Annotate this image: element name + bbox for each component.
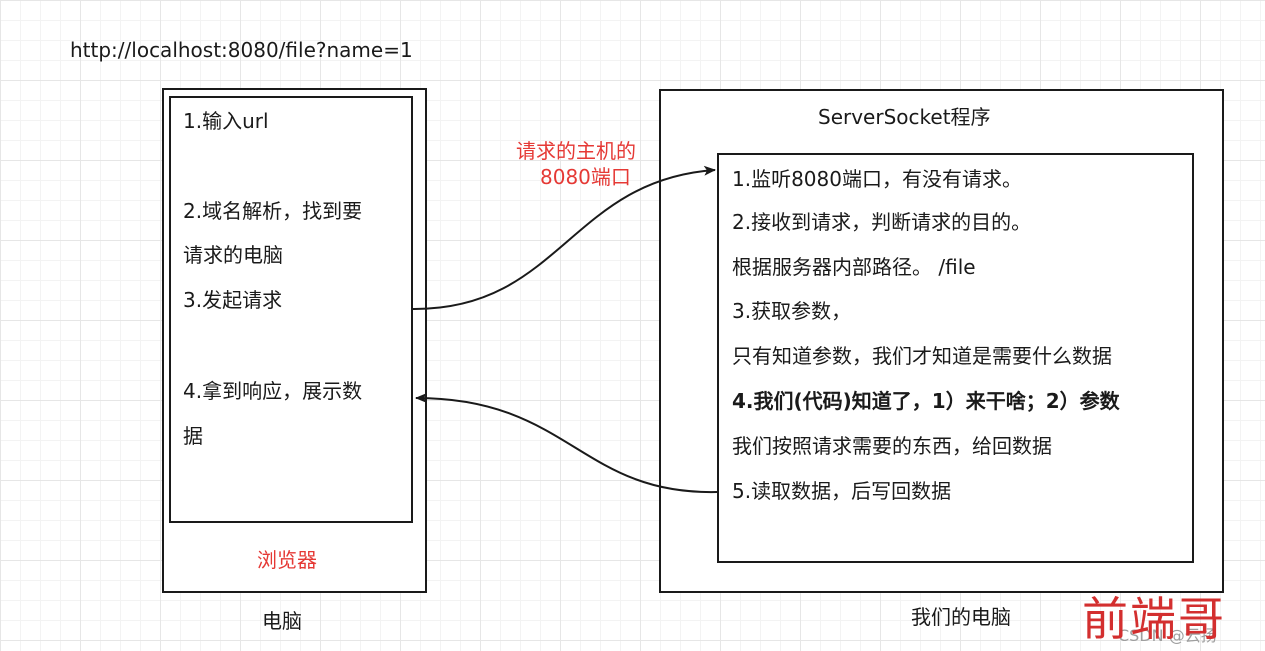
server-caption: 我们的电脑 (911, 605, 1011, 629)
request-arrow (412, 165, 716, 311)
server-line-1: 1.监听8080端口，有没有请求。 (732, 167, 1022, 191)
browser-step-3: 3.发起请求 (183, 288, 283, 312)
computer-caption: 电脑 (262, 609, 302, 633)
browser-label: 浏览器 (257, 548, 317, 572)
server-line-5: 只有知道参数，我们才知道是需要什么数据 (732, 344, 1112, 368)
server-line-2: 2.接收到请求，判断请求的目的。 (732, 210, 1032, 234)
request-url: http://localhost:8080/file?name=1 (70, 38, 413, 62)
browser-step-1: 1.输入url (183, 109, 269, 133)
browser-step-4: 4.拿到响应，展示数 (183, 379, 363, 403)
server-program-box (717, 153, 1194, 563)
server-title: ServerSocket程序 (818, 105, 991, 129)
server-line-4: 3.获取参数， (732, 299, 852, 323)
server-line-7: 我们按照请求需要的东西，给回数据 (732, 434, 1052, 458)
arrow-label-line-2: 8080端口 (540, 165, 631, 189)
browser-step-4-cont: 据 (183, 424, 203, 448)
csdn-credit-watermark: CSDN @云扬 (1118, 626, 1217, 645)
arrow-label-line-1: 请求的主机的 (516, 139, 636, 163)
browser-step-2: 2.域名解析，找到要 (183, 199, 363, 223)
response-arrow (415, 393, 718, 494)
logo-watermark: 前端哥 (1082, 592, 1226, 646)
browser-step-2-cont: 请求的电脑 (183, 243, 283, 267)
browser-box (169, 96, 413, 523)
server-line-6: 4.我们(代码)知道了，1）来干啥；2）参数 (732, 389, 1120, 413)
server-line-8: 5.读取数据，后写回数据 (732, 479, 952, 503)
server-line-3: 根据服务器内部路径。 /file (732, 255, 976, 279)
